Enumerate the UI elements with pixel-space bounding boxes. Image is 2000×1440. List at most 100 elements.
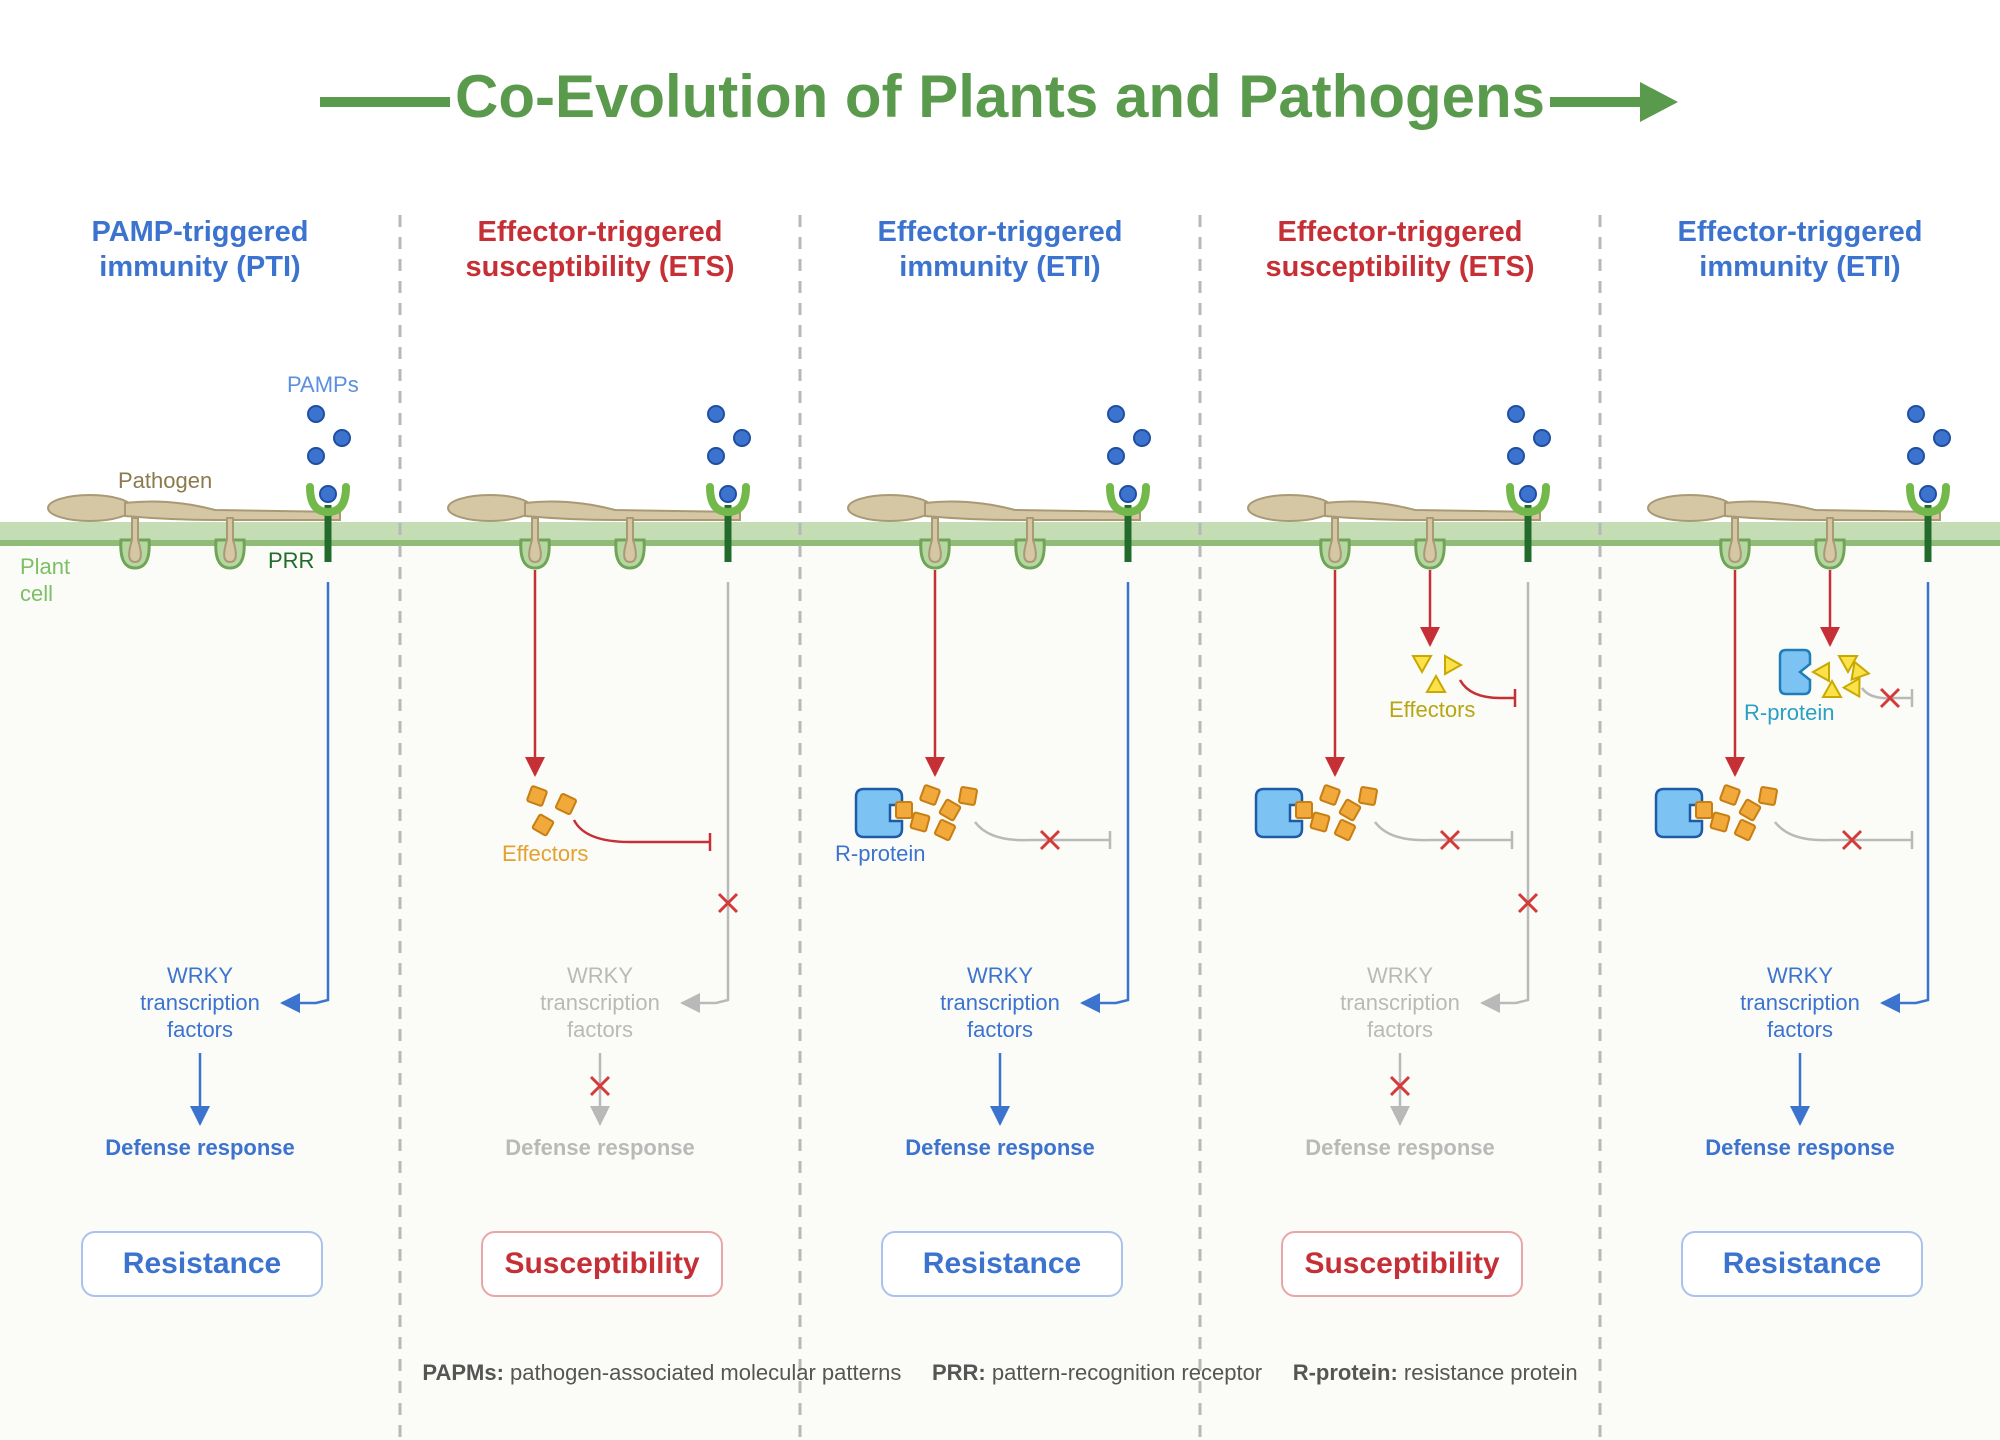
block-x-icon [1039,829,1061,851]
prr-receptor [1506,405,1551,562]
haustorium [528,517,542,564]
prr-receptor [1906,405,1951,562]
defense-response-label: Defense response [505,1135,695,1160]
pathogen-label: Pathogen [118,468,213,493]
pamp-molecule [1907,447,1925,465]
effector-square [526,785,548,807]
resistance-outcome-box: Resistance [81,1231,323,1297]
effector-square [909,811,931,833]
pamp-molecule [733,429,751,447]
wrky-label-line: factors [1366,1017,1434,1042]
effector-square [1319,784,1341,806]
pamp-molecule [1107,405,1125,423]
pamp-molecule [1507,447,1525,465]
prr-cup [1106,483,1150,517]
title-bar-left [320,97,450,107]
wrky-label-line: transcription [940,990,1060,1015]
prr-cup [306,483,350,517]
effector-triangle [1425,673,1447,693]
prr-signal-arrow [1480,582,1530,1013]
title-bar-right [1550,97,1650,107]
phase-title-line1: Effector-triggered [1677,216,1923,248]
wrky-label-line: factors [566,1017,634,1042]
wrky-label-line: WRKY [167,963,233,988]
haustorium [928,517,942,564]
effector-square [958,786,978,806]
effector-inhibition-line [1774,821,1912,842]
defense-response-label: Defense response [905,1135,1095,1160]
effectors-label-ets2: Effectors [1389,697,1476,722]
pamp-molecule [1533,429,1551,447]
r-protein-label-eti2: R-protein [1744,700,1835,725]
prr-signal-arrow [1080,582,1130,1013]
phase-title-line2: immunity (ETI) [1699,251,1901,283]
block-x-icon [717,892,739,914]
pathogen-spore [447,494,533,522]
phase-title-line1: Effector-triggered [1277,216,1523,248]
effector-triangle [1841,676,1861,699]
pamp-molecule [707,405,725,423]
haustorium [623,517,637,564]
wrky-label-line: WRKY [1367,963,1433,988]
phase-title-line2: immunity (ETI) [899,251,1101,283]
phase-title-line1: PAMP-triggered [91,216,309,248]
block-x-icon [1389,1075,1411,1097]
pamp-bound [719,485,737,503]
block-x-icon [589,1075,611,1097]
pathogen-spore [1647,494,1733,522]
pamp-bound [1519,485,1537,503]
effector-square [1334,819,1356,841]
effectors-label-ets1: Effectors [502,841,589,866]
block-x-icon [1841,829,1863,851]
haustorium [1823,517,1837,564]
page-title: Co-Evolution of Plants and Pathogens [454,63,1546,130]
phase-title-line2: susceptibility (ETS) [465,251,735,283]
pamp-molecule [1133,429,1151,447]
phase-title-line1: Effector-triggered [477,216,723,248]
footer-prr-term: PRR: [931,1360,986,1385]
pathogen-hypha [1724,500,1941,521]
effector-square [934,819,956,841]
pathogen-hypha [924,500,1141,521]
pathogen [1247,494,1541,570]
phase-title-line2: susceptibility (ETS) [1265,251,1535,283]
haustorium [1328,517,1342,564]
effector-square [1758,786,1778,806]
susceptibility-outcome-box: Susceptibility [481,1231,723,1297]
haustorium [1728,517,1742,564]
resistance-outcome-box: Resistance [1681,1231,1923,1297]
effector-triangle [1850,660,1871,682]
footer-prr-def: pattern-recognition receptor [991,1360,1263,1385]
effector-triangle [1821,678,1843,698]
r-protein [854,787,904,839]
footer-pamps-term: PAPMs: [422,1360,504,1385]
pamp-molecule [333,429,351,447]
block-x-icon [1439,829,1461,851]
prr-receptor [1106,405,1151,562]
title-arrow-head [1640,82,1678,122]
footer-pamps-def: pathogen-associated molecular patterns [510,1360,902,1385]
prr-label: PRR [268,548,315,573]
pamp-bound [1119,485,1137,503]
effector-inhibition-line [974,821,1110,842]
pathogen [47,494,341,570]
pamp-molecule [707,447,725,465]
prr-receptor [706,405,751,562]
footer-rprotein-term: R-protein: [1292,1360,1398,1385]
haustorium [223,517,237,564]
prr-signal-arrow [680,582,730,1013]
block-x-icon [1879,687,1901,709]
pamp-molecule [1507,405,1525,423]
wrky-label-line: transcription [1740,990,1860,1015]
effector-triangle [1810,661,1830,683]
pathogen [447,494,741,570]
pamp-molecule [307,447,325,465]
